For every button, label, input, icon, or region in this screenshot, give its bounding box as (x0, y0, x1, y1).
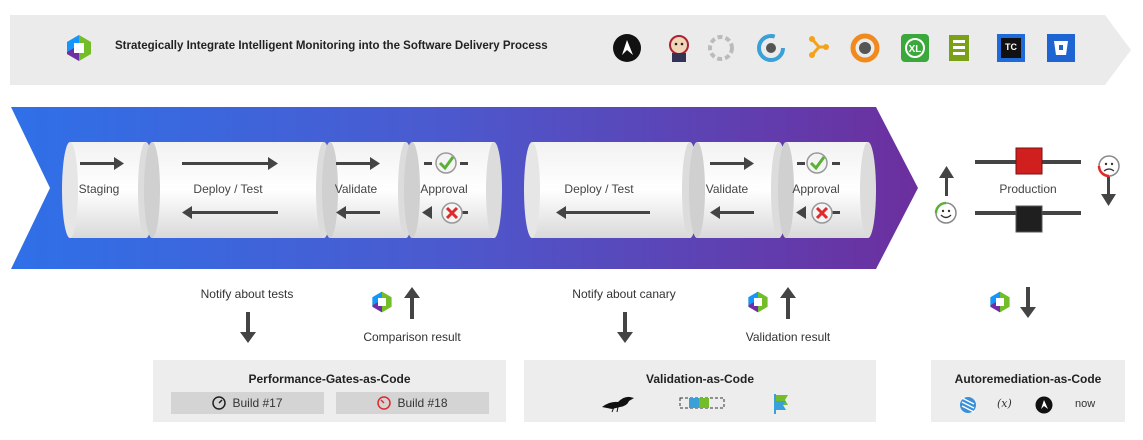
validation-result-label: Validation result (745, 330, 831, 344)
cross-icon (811, 202, 833, 224)
comparison-result-label: Comparison result (363, 330, 461, 344)
ansible-icon (613, 34, 641, 62)
sad-face-icon (1097, 155, 1120, 178)
circle-ring-icon (708, 35, 734, 61)
cylinder-deploy-test-2 (524, 142, 698, 238)
down-arrow-icon (617, 312, 633, 343)
cloud-c-icon (757, 34, 785, 62)
gradle-cycle-icon (850, 33, 880, 63)
stage-label-validate: Validate (705, 182, 749, 196)
autoremediation-panel: Autoremediation-as-Code (x) now (931, 360, 1125, 422)
xebialabs-xl-icon: XL (901, 34, 929, 62)
panel-title: Autoremediation-as-Code (954, 372, 1102, 386)
speedometer-red-icon (377, 396, 392, 410)
jenkins-icon (669, 35, 689, 62)
teamcity-tc-icon: TC (997, 34, 1025, 62)
dynatrace-logo-icon (748, 291, 768, 313)
stage-label-deploy-test: Deploy / Test (564, 182, 634, 196)
build-label: Build #17 (232, 396, 283, 410)
validation-panel: Validation-as-Code (524, 360, 876, 422)
check-icon (806, 152, 828, 174)
down-arrow-icon (240, 312, 256, 343)
servicenow-icon: now (1075, 398, 1096, 410)
stackstorm-icon (960, 397, 976, 413)
stage-label-validate: Validate (334, 182, 378, 196)
build-label: Build #18 (397, 396, 448, 410)
dynatrace-logo-icon (372, 291, 392, 313)
up-arrow-icon (404, 287, 420, 319)
build-item: Build #17 (171, 392, 324, 414)
notify-tests-label: Notify about tests (200, 287, 294, 301)
function-icon: (x) (997, 397, 1012, 410)
backward-arrows (182, 206, 840, 219)
stage-label-deploy-test: Deploy / Test (193, 182, 263, 196)
bitbucket-icon (1047, 34, 1075, 62)
up-arrow-icon (780, 287, 796, 319)
cylinder-validate-2 (689, 142, 787, 238)
dynatrace-logo-icon (67, 35, 91, 61)
down-arrow-icon (1020, 287, 1036, 318)
server-dark-icon (1015, 205, 1043, 233)
stage-label-approval: Approval (792, 182, 840, 196)
forward-arrows (80, 157, 840, 170)
production-label: Production (999, 182, 1057, 196)
cross-icon (441, 202, 463, 224)
build-item: Build #18 (336, 392, 489, 414)
pipeline-bar-icon (679, 397, 725, 409)
speedometer-icon (212, 396, 227, 410)
cylinder-approval-2 (778, 142, 876, 238)
stage-label-staging: Staging (78, 182, 120, 196)
notify-canary-label: Notify about canary (572, 287, 676, 301)
svg-text:XL: XL (909, 44, 922, 55)
banner-title: Strategically Integrate Intelligent Moni… (115, 40, 548, 52)
svg-text:TC: TC (1005, 42, 1017, 52)
ansible-icon (1035, 396, 1053, 414)
aws-codepipeline-icon (949, 35, 969, 61)
bird-icon (602, 396, 634, 413)
banner-arrow (10, 15, 1131, 85)
panel-title: Validation-as-Code (645, 372, 755, 386)
dynatrace-logo-icon (990, 291, 1010, 313)
server-red-icon (1015, 147, 1043, 175)
performance-gates-panel: Performance-Gates-as-Code Build #17 Buil… (153, 360, 506, 422)
stage-label-approval: Approval (420, 182, 468, 196)
happy-face-icon (934, 201, 957, 224)
check-icon (435, 152, 457, 174)
git-flow-icon (809, 36, 829, 58)
panel-title: Performance-Gates-as-Code (248, 372, 411, 386)
flag-icon (774, 394, 788, 414)
